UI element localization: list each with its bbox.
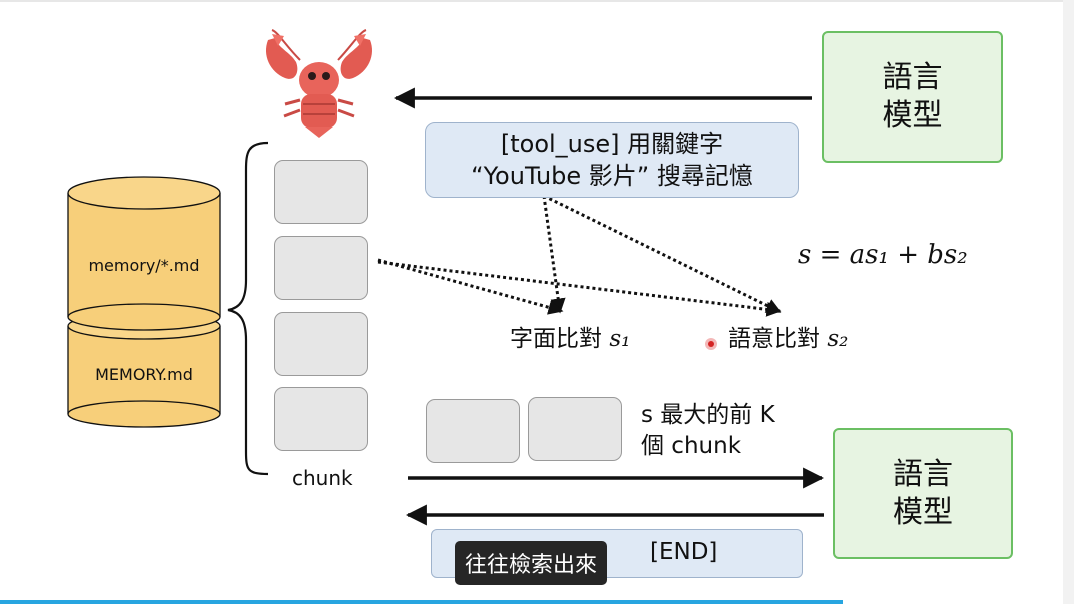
language-model-box-bottom: 語言 模型 — [833, 428, 1013, 559]
chunk-block — [274, 160, 368, 224]
memory-cylinder-top — [67, 176, 221, 331]
right-edge — [1063, 0, 1074, 604]
top-k-label: s 最大的前 K 個 chunk — [641, 402, 775, 459]
tool-query-line1: [tool_use] 用關鍵字 — [500, 130, 724, 158]
answer-end-token: [END] — [650, 539, 718, 565]
memory-dir-label: memory/*.md — [88, 256, 200, 275]
chunk-block — [274, 387, 368, 451]
video-subtitle: 往往檢索出來 — [455, 541, 608, 585]
lm-line2: 模型 — [882, 98, 943, 133]
selected-chunk — [528, 397, 622, 461]
language-model-box-top: 語言 模型 — [822, 31, 1003, 163]
lm-line2: 模型 — [893, 494, 953, 530]
selected-chunk — [426, 399, 520, 463]
lobster-icon — [265, 29, 373, 138]
lm-line1: 語言 — [882, 60, 943, 95]
memory-file-label: MEMORY.md — [95, 365, 193, 384]
tool-query-box: [tool_use] 用關鍵字 “YouTube 影片” 搜尋記憶 — [425, 122, 799, 198]
semantic-match-label: 語意比對 s₂ — [728, 326, 849, 352]
chunk-label: chunk — [292, 466, 353, 490]
chunk-block — [274, 236, 368, 300]
chunk-brace — [227, 141, 269, 476]
dotted-arrows — [377, 194, 782, 317]
video-progress-bar[interactable] — [0, 600, 843, 604]
chunk-block — [274, 312, 368, 376]
score-formula: s = as₁ + bs₂ — [798, 240, 968, 270]
top-border — [0, 0, 1074, 2]
lexical-match-label: 字面比對 s₁ — [510, 326, 631, 352]
lm-line1: 語言 — [893, 456, 953, 492]
tool-query-line2: “YouTube 影片” 搜尋記憶 — [471, 162, 753, 190]
